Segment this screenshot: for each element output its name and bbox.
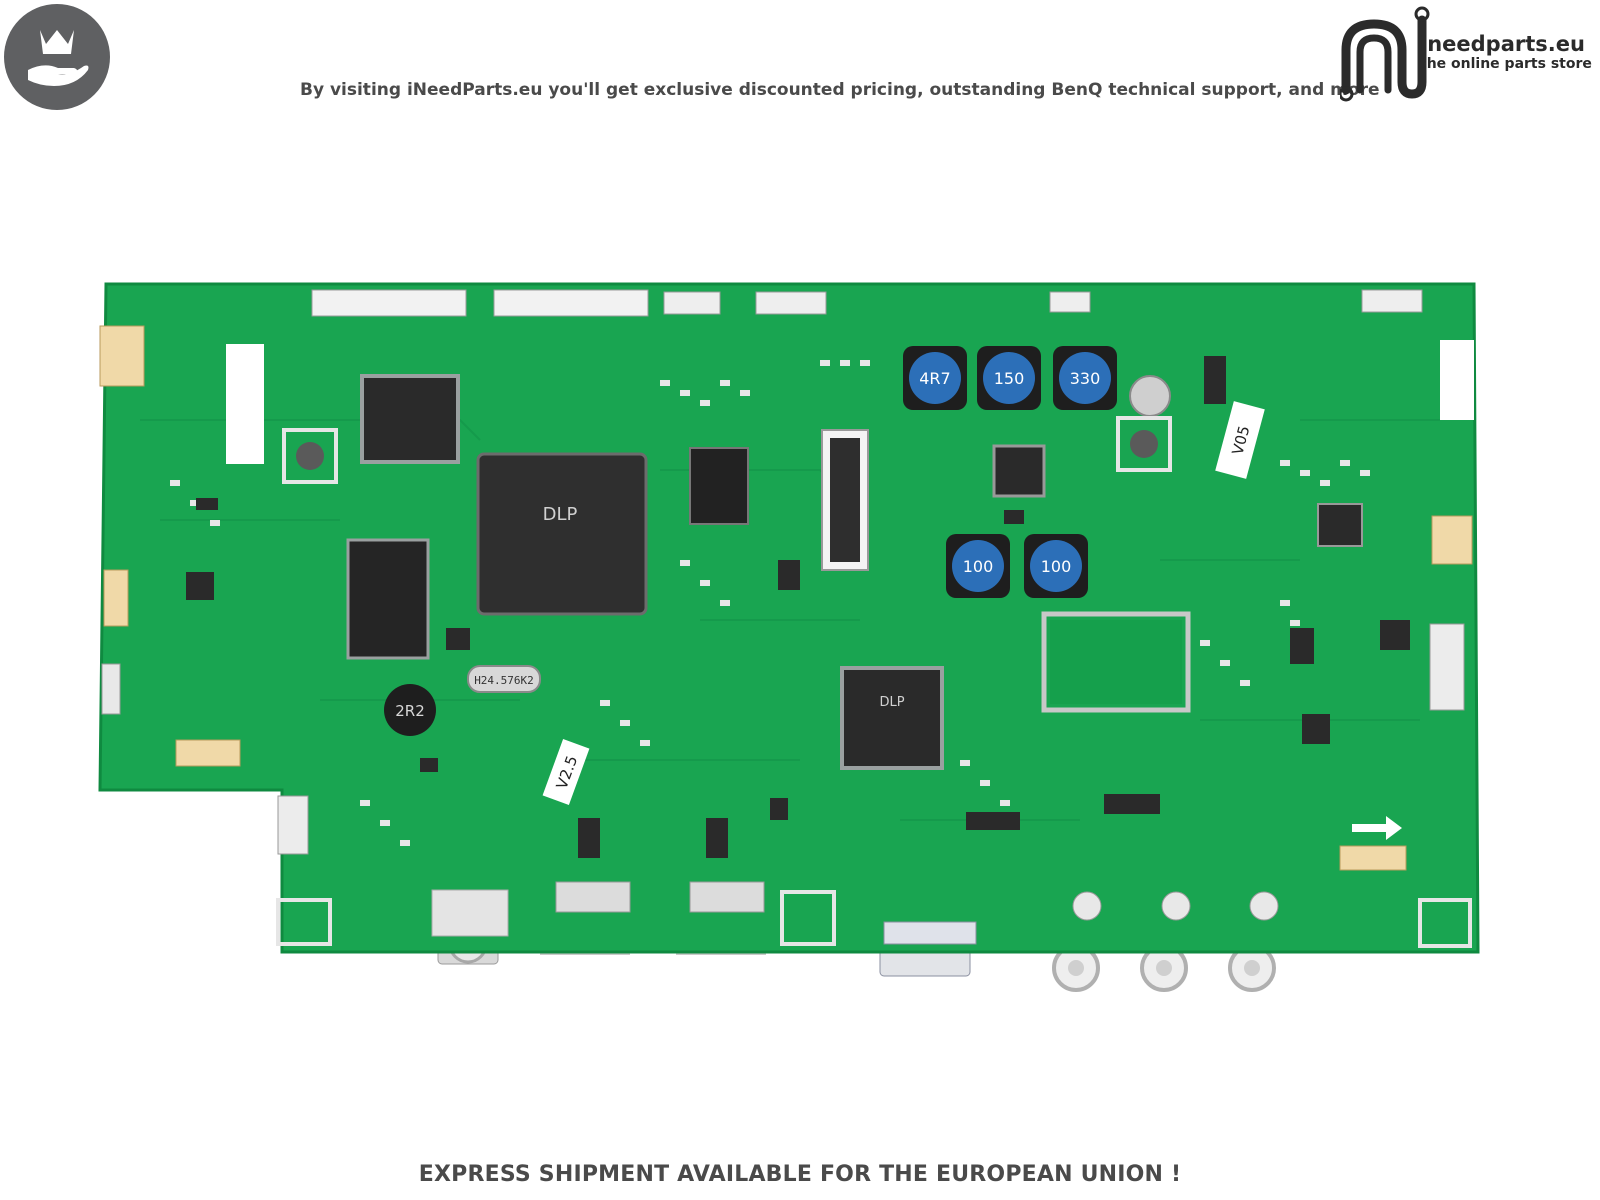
- logo-tagline: the online parts store: [1420, 56, 1592, 72]
- svg-text:100: 100: [1041, 557, 1072, 576]
- svg-text:DLP: DLP: [879, 695, 904, 710]
- svg-text:2R2: 2R2: [395, 702, 425, 720]
- svg-text:DLP: DLP: [543, 504, 578, 525]
- dlp-chip: [476, 452, 648, 616]
- footer-shipping-banner: EXPRESS SHIPMENT AVAILABLE FOR THE EUROP…: [418, 1162, 1182, 1187]
- svg-text:4R7: 4R7: [919, 369, 950, 388]
- svg-text:100: 100: [963, 557, 994, 576]
- svg-text:330: 330: [1070, 369, 1101, 388]
- crown-hand-badge: [4, 4, 110, 110]
- logo-name: ineedparts.eu: [1420, 32, 1585, 56]
- inductors: 4R7 150 330 100 100 2R2: [384, 346, 1117, 736]
- promo-tagline: By visiting iNeedParts.eu you'll get exc…: [300, 80, 1380, 100]
- svg-text:150: 150: [994, 369, 1025, 388]
- svg-text:H24.576K2: H24.576K2: [474, 674, 534, 687]
- crown-hand-icon: [28, 30, 89, 86]
- n-circuit-logo-icon: [1340, 6, 1430, 102]
